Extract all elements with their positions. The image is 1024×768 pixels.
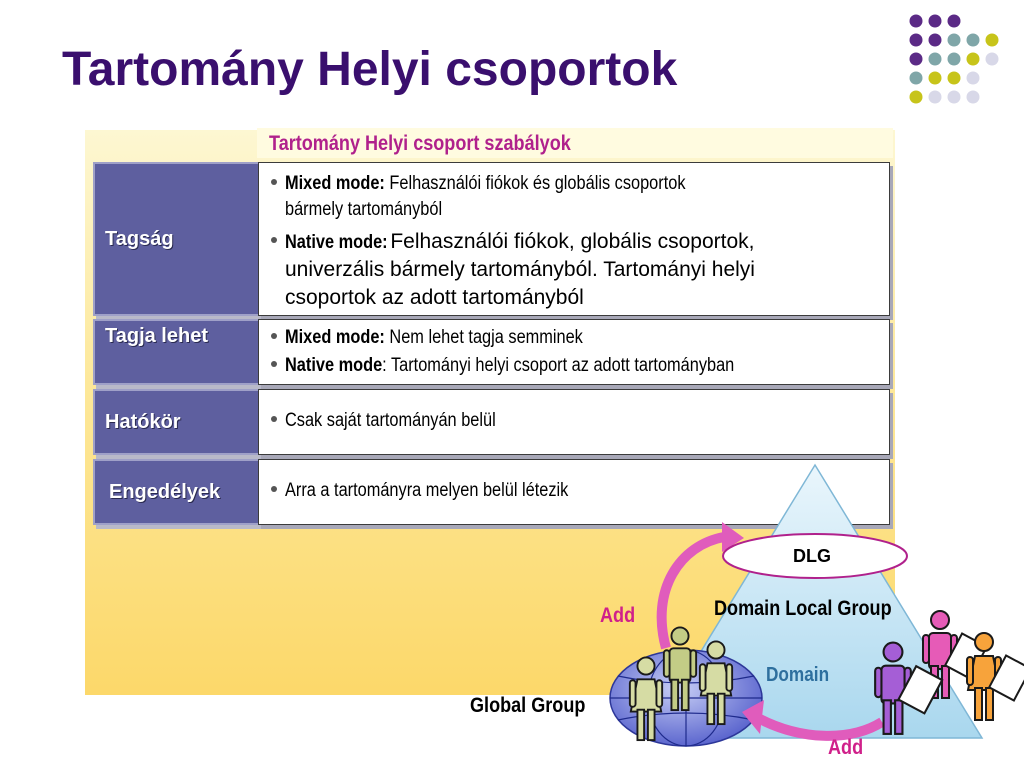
- global-group-label: Global Group: [470, 694, 586, 717]
- bullet-icon: [271, 360, 277, 367]
- decorative-dot: [947, 14, 961, 28]
- rules-heading-bar: Tartomány Helyi csoport szabályok: [257, 128, 893, 158]
- decorative-dot: [909, 71, 923, 85]
- decorative-dot: [928, 90, 942, 104]
- row-content-box: Mixed mode: Felhasználói fiókok és globá…: [258, 162, 890, 316]
- decorative-dot: [947, 33, 961, 47]
- bullet-icon: [271, 485, 277, 492]
- row-content-box: Csak saját tartományán belül: [258, 389, 890, 455]
- bullet-text: Felhasználói fiókok, globális csoportok,: [390, 230, 755, 253]
- slide-title: Tartomány Helyi csoportok: [62, 43, 678, 96]
- decorative-dot: [928, 71, 942, 85]
- decorative-dot: [966, 33, 980, 47]
- bullet-text: : Tartományi helyi csoport az adott tart…: [382, 355, 735, 376]
- bullet-continuation: bármely tartományból: [285, 197, 468, 223]
- domain-local-group-label: Domain Local Group: [714, 597, 892, 620]
- mode-label: Native mode:: [285, 232, 388, 253]
- bullet-text: Nem lehet tagja semminek: [389, 327, 583, 348]
- user-icon: [922, 610, 989, 699]
- add-label-top: Add: [600, 604, 636, 627]
- user-icon: [966, 632, 1024, 721]
- document-icon: [987, 654, 1024, 702]
- decorative-dot: [966, 71, 980, 85]
- rules-heading: Tartomány Helyi csoport szabályok: [269, 132, 571, 155]
- row-content-box: Mixed mode: Nem lehet tagja semminek Nat…: [258, 319, 890, 385]
- decorative-dot: [966, 52, 980, 66]
- bullet-item: Native mode:Felhasználói fiókok, globáli…: [271, 229, 755, 256]
- bullet-icon: [271, 332, 277, 339]
- decorative-dot: [947, 90, 961, 104]
- row-label: Engedélyek: [109, 481, 221, 503]
- bullet-continuation: csoportok az adott tartományból: [285, 286, 584, 309]
- decorative-dot: [909, 33, 923, 47]
- dlg-label: DLG: [793, 546, 831, 566]
- mode-label: Native mode: [285, 355, 383, 376]
- decorative-dot: [928, 33, 942, 47]
- bullet-icon: [271, 237, 277, 244]
- decorative-dot: [985, 52, 999, 66]
- decorative-dot: [985, 33, 999, 47]
- decorative-dot: [909, 14, 923, 28]
- bullet-continuation: univerzális bármely tartományból. Tartom…: [285, 258, 755, 281]
- row-label-box: Engedélyek: [93, 459, 267, 525]
- add-label-bottom: Add: [828, 736, 864, 759]
- bullet-item: Native mode: Tartományi helyi csoport az…: [271, 353, 807, 379]
- add-arrow-left-head: [742, 700, 764, 734]
- bullet-icon: [271, 178, 277, 185]
- bullet-text: Csak saját tartományán belül: [285, 410, 496, 431]
- decorative-dot: [947, 52, 961, 66]
- decorative-dot-grid: [909, 14, 999, 104]
- row-label: Tagság: [105, 228, 174, 250]
- bullet-icon: [271, 415, 277, 422]
- bullet-text: Arra a tartományra melyen belül létezik: [285, 480, 569, 501]
- bullet-item: Arra a tartományra melyen belül létezik: [271, 478, 614, 504]
- row-label-box: Tagja lehet: [93, 319, 267, 385]
- decorative-dot: [909, 52, 923, 66]
- domain-label: Domain: [766, 664, 830, 686]
- bullet-item: Mixed mode: Nem lehet tagja semminek: [271, 325, 631, 351]
- row-content-box: Arra a tartományra melyen belül létezik: [258, 459, 890, 525]
- row-label: Hatókör: [105, 411, 181, 433]
- decorative-dot: [928, 14, 942, 28]
- mode-label: Mixed mode:: [285, 327, 385, 348]
- add-arrow-left: [755, 713, 885, 741]
- bullet-item: Csak saját tartományán belül: [271, 408, 530, 434]
- row-label-box: Tagság: [93, 162, 267, 316]
- mode-label: Mixed mode:: [285, 173, 385, 194]
- document-icon: [897, 664, 944, 715]
- bullet-text: Felhasználói fiókok és globális csoporto…: [389, 173, 686, 194]
- bullet-item: Mixed mode: Felhasználói fiókok és globá…: [271, 171, 751, 197]
- decorative-dot: [966, 90, 980, 104]
- decorative-dot: [947, 71, 961, 85]
- bullet-text: bármely tartományból: [285, 199, 443, 220]
- document-icon: [943, 632, 989, 680]
- decorative-dot: [909, 90, 923, 104]
- row-label-box: Hatókör: [93, 389, 267, 455]
- row-label: Tagja lehet: [105, 325, 208, 347]
- decorative-dot: [928, 52, 942, 66]
